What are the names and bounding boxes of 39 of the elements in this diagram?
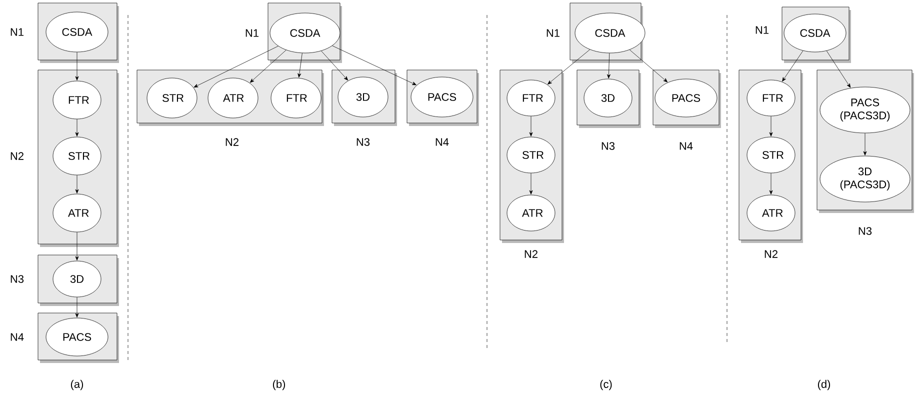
node-label: N3 — [602, 142, 615, 150]
arrow — [75, 52, 79, 80]
arrow — [529, 173, 533, 194]
node-label: N1 — [546, 29, 560, 37]
panel-caption: (d) — [818, 380, 830, 390]
arrow — [629, 50, 668, 82]
panel-caption: (c) — [600, 380, 612, 390]
arrow — [529, 116, 533, 136]
node-label: N2 — [524, 250, 538, 258]
panel-caption: (a) — [70, 380, 84, 390]
arrow — [782, 50, 804, 82]
arrow — [75, 119, 79, 136]
arrow — [321, 50, 348, 80]
arrow — [75, 297, 79, 318]
node-label: N2 — [764, 250, 778, 258]
node-label: N3 — [356, 138, 370, 146]
node-label: N2 — [10, 152, 24, 160]
node-label: N3 — [858, 227, 872, 235]
arrow — [548, 49, 590, 84]
node-label: N4 — [436, 138, 449, 146]
arrow — [607, 53, 610, 78]
arrow — [769, 116, 773, 136]
node-label: N1 — [756, 26, 769, 34]
arrow — [194, 46, 278, 88]
node-label: N4 — [10, 333, 24, 341]
node-label: N2 — [226, 138, 238, 146]
node-label: N1 — [10, 28, 24, 36]
arrow — [75, 175, 79, 194]
arrow — [826, 50, 851, 88]
arrow — [769, 173, 773, 194]
arrow — [863, 133, 867, 156]
arrow — [332, 46, 416, 86]
arrow — [250, 50, 286, 83]
node-label: N3 — [10, 275, 24, 283]
node-label: N4 — [680, 142, 693, 150]
node-label: N1 — [246, 29, 258, 37]
arrow — [75, 232, 79, 260]
panel-caption: (b) — [272, 380, 286, 390]
arrow — [298, 52, 302, 78]
